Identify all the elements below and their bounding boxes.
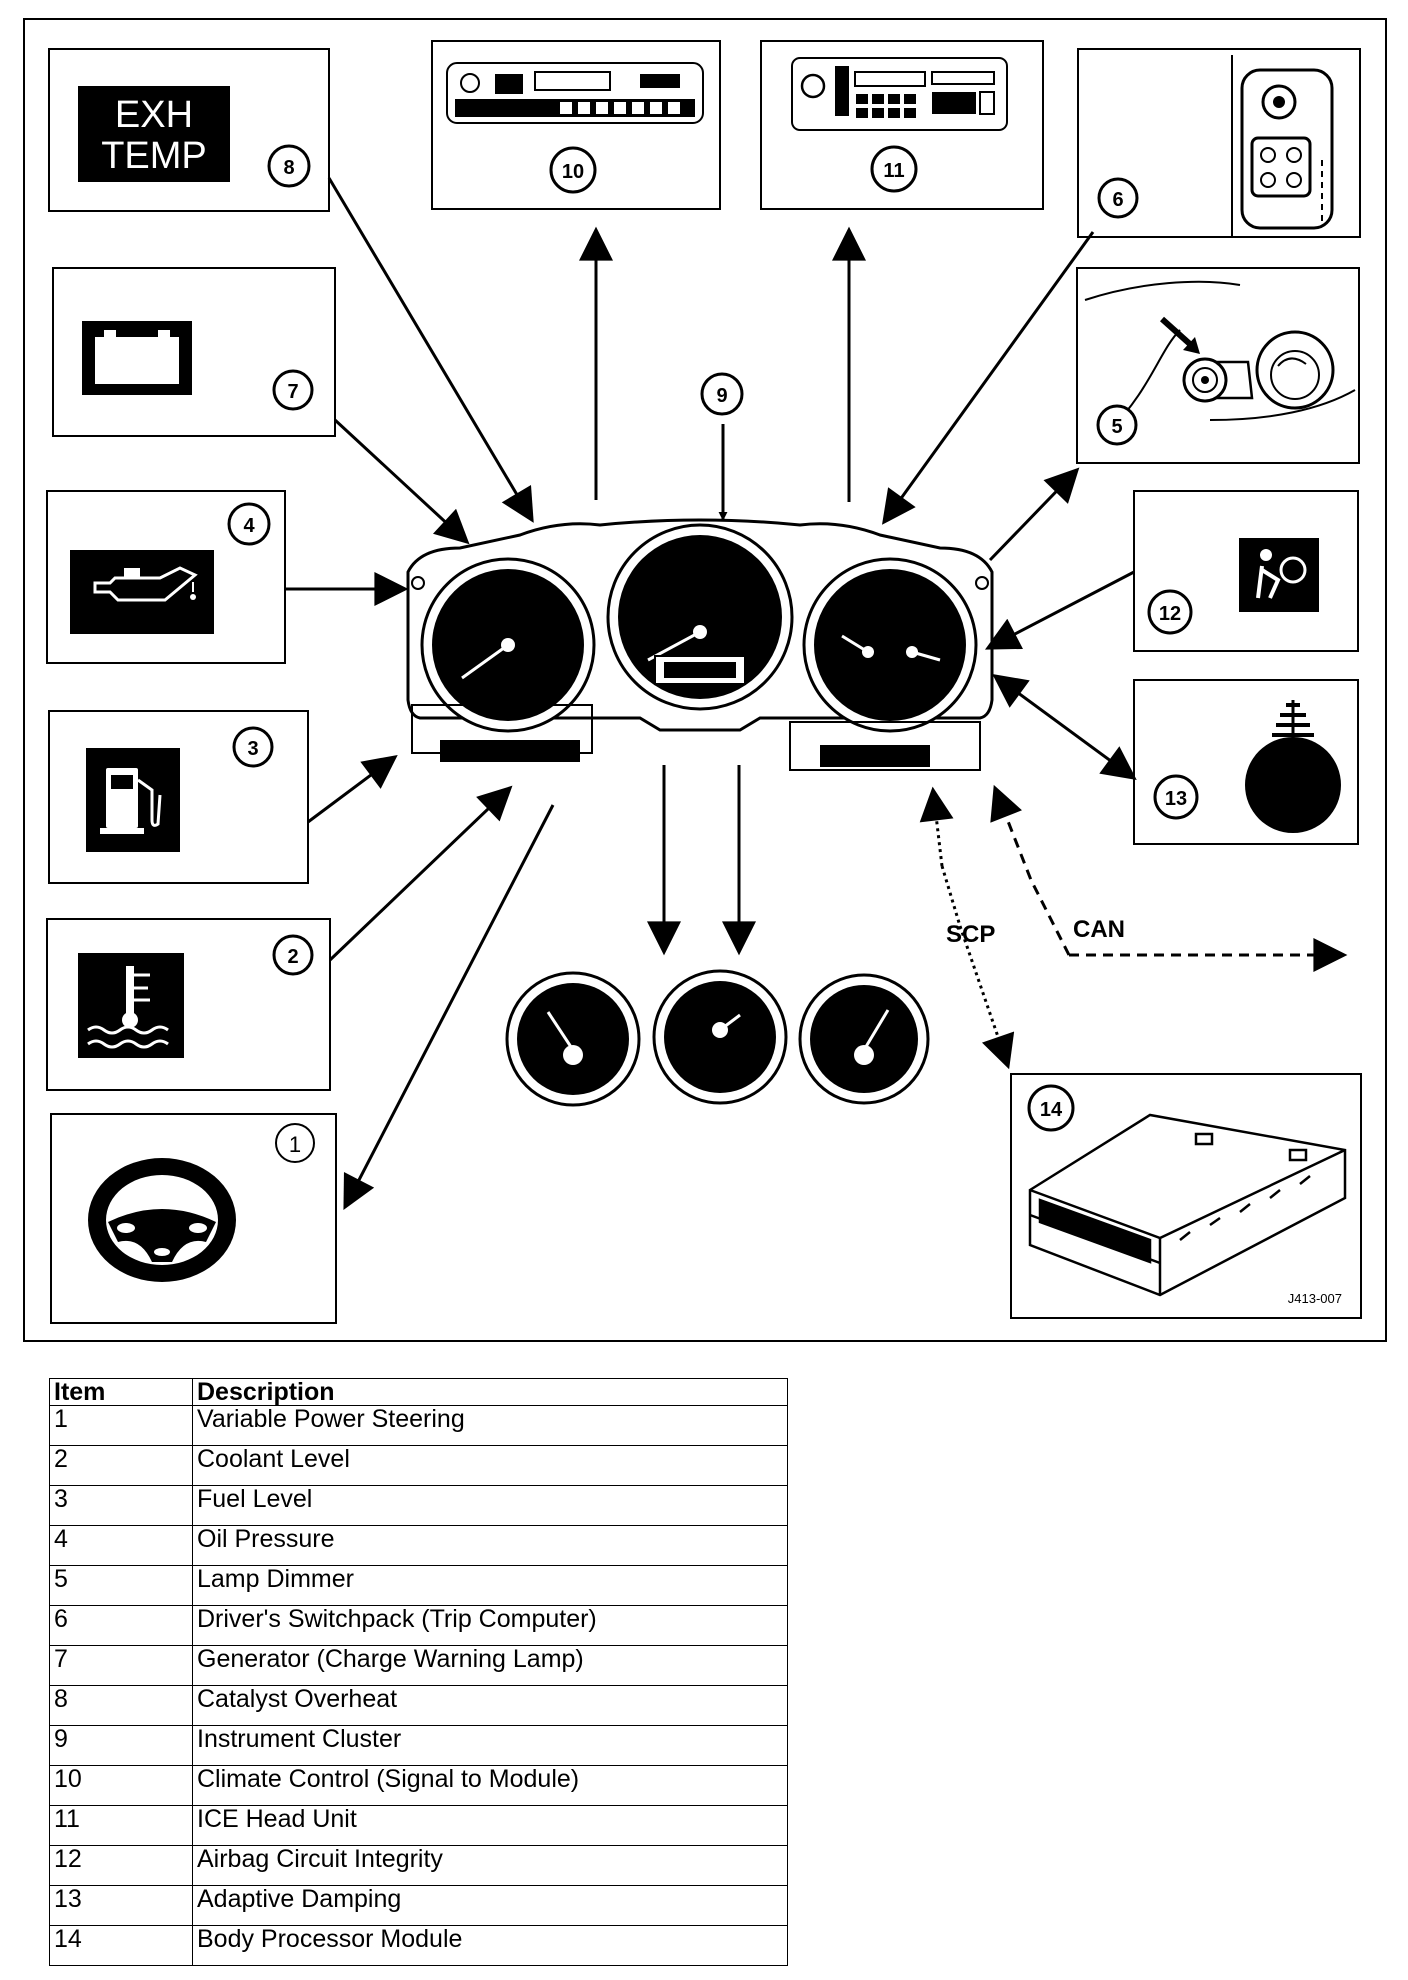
climate-control-panel-icon (446, 62, 704, 124)
exh-temp-label-line2: TEMP (101, 135, 207, 177)
legend-item-number: 13 (49, 1885, 193, 1926)
callout-8: 8 (267, 144, 311, 188)
damper-icon (1245, 700, 1341, 833)
legend-item-description: Climate Control (Signal to Module) (192, 1765, 788, 1806)
svg-text:3: 3 (247, 738, 258, 760)
svg-text:1: 1 (289, 1132, 301, 1157)
callout-10: 10 (549, 146, 597, 194)
legend-item-description: Driver's Switchpack (Trip Computer) (192, 1605, 788, 1646)
legend-item-description: Adaptive Damping (192, 1885, 788, 1926)
legend-item-number: 12 (49, 1845, 193, 1886)
legend-item-description: Airbag Circuit Integrity (192, 1845, 788, 1886)
steering-wheel-icon (88, 1158, 236, 1282)
svg-text:9: 9 (716, 385, 727, 407)
callout-7: 7 (272, 369, 314, 411)
legend-item-number: 3 (49, 1485, 193, 1526)
svg-text:7: 7 (287, 381, 298, 403)
small-gauges-group (505, 969, 930, 1107)
legend-item-number: 6 (49, 1605, 193, 1646)
svg-text:8: 8 (283, 157, 294, 179)
legend-header-description: Description (192, 1378, 788, 1406)
callout-12: 12 (1147, 589, 1193, 635)
svg-text:4: 4 (243, 515, 255, 537)
legend-item-number: 10 (49, 1765, 193, 1806)
instrument-cluster-illustration (406, 518, 994, 771)
callout-14: 14 (1027, 1084, 1075, 1132)
callout-2: 2 (272, 934, 314, 976)
callout-4: 4 (227, 502, 271, 546)
legend-item-description: Generator (Charge Warning Lamp) (192, 1645, 788, 1686)
can-bus-label: CAN (1073, 916, 1125, 943)
switchpack-icon (1231, 55, 1334, 237)
legend-item-description: Variable Power Steering (192, 1405, 788, 1446)
legend-item-number: 8 (49, 1685, 193, 1726)
svg-text:11: 11 (883, 160, 904, 182)
legend-item-number: 4 (49, 1525, 193, 1566)
legend-header-row: Item Description (49, 1378, 788, 1406)
legend-header-item: Item (49, 1378, 193, 1406)
callout-11: 11 (870, 145, 918, 193)
callout-3: 3 (232, 726, 274, 768)
instrument-cluster-diagram: EXH TEMP (23, 18, 1387, 1342)
callout-1: 1 (275, 1123, 315, 1163)
legend-item-number: 7 (49, 1645, 193, 1686)
figure-code: J413-007 (1288, 1291, 1342, 1306)
legend-item-number: 1 (49, 1405, 193, 1446)
callout-6: 6 (1097, 177, 1139, 219)
legend-item-number: 9 (49, 1725, 193, 1766)
callout-9: 9 (700, 372, 744, 416)
ice-head-unit-icon (791, 57, 1008, 131)
scp-bus-label: SCP (946, 921, 995, 948)
connection-arrows (285, 177, 1348, 1211)
callout-13: 13 (1153, 774, 1199, 820)
exh-temp-warning-icon (78, 86, 230, 182)
legend-item-description: Lamp Dimmer (192, 1565, 788, 1606)
body-processor-module-icon (1028, 1113, 1347, 1297)
legend-item-description: ICE Head Unit (192, 1805, 788, 1846)
box-adaptive-damping (1133, 679, 1359, 845)
svg-text:12: 12 (1159, 603, 1181, 625)
callout-5: 5 (1096, 404, 1138, 446)
legend-item-description: Instrument Cluster (192, 1725, 788, 1766)
legend-item-description: Coolant Level (192, 1445, 788, 1486)
legend-item-description: Oil Pressure (192, 1525, 788, 1566)
lamp-dimmer-knob-icon (1084, 280, 1356, 431)
svg-text:2: 2 (287, 946, 298, 968)
svg-text:10: 10 (562, 161, 584, 183)
svg-text:6: 6 (1112, 189, 1123, 211)
svg-text:14: 14 (1040, 1099, 1063, 1121)
legend-item-description: Catalyst Overheat (192, 1685, 788, 1726)
svg-text:13: 13 (1165, 788, 1187, 810)
legend-item-description: Fuel Level (192, 1485, 788, 1526)
legend-item-description: Body Processor Module (192, 1925, 788, 1966)
svg-text:5: 5 (1111, 416, 1122, 438)
box-body-processor-module (1010, 1073, 1362, 1319)
legend-item-number: 2 (49, 1445, 193, 1486)
legend-item-number: 11 (49, 1805, 193, 1846)
exh-temp-label-line1: EXH (115, 94, 193, 136)
box-generator (52, 267, 336, 437)
combination-gauge (814, 569, 966, 721)
diagram-frame (23, 18, 1387, 1342)
legend-item-number: 14 (49, 1925, 193, 1966)
airbag-warning-icon (1239, 538, 1319, 612)
legend-item-number: 5 (49, 1565, 193, 1606)
